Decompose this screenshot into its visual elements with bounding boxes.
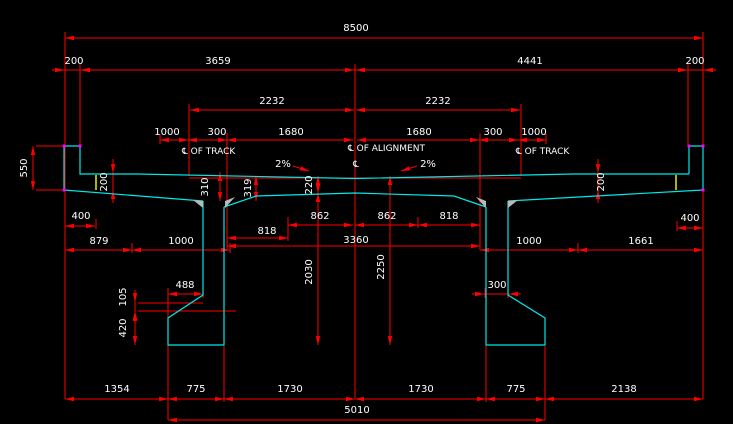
annotation-texts: ℄ OF TRACK ℄ OF ALIGNMENT ℄ ℄ OF TRACK 2…	[181, 144, 570, 170]
yellow-marker-lines	[95, 175, 677, 190]
dim-depth-319: 319	[243, 178, 254, 197]
dim-bot-775-right: 775	[506, 384, 525, 395]
dim-web-300: 300	[487, 280, 506, 291]
dim-track-cl-left: 2232	[259, 96, 284, 107]
dim-edge-1661: 1661	[628, 236, 653, 247]
dim-slab-220: 220	[304, 175, 315, 194]
dim-edge-879: 879	[89, 236, 108, 247]
label-cl-symbol: ℄	[352, 160, 359, 170]
label-cl-track-right: ℄ OF TRACK	[515, 147, 570, 157]
dimension-lines	[30, 35, 715, 423]
dim-bot-2138: 2138	[611, 384, 636, 395]
dim-bulb-105: 105	[118, 287, 129, 306]
label-slope-left: 2%	[275, 159, 291, 170]
dim-curb-200-right: 200	[596, 172, 607, 191]
dim-bot-1354: 1354	[104, 384, 129, 395]
dim-deck-1000-left: 1000	[154, 127, 179, 138]
extension-lines	[36, 32, 716, 420]
dim-top-edge-left: 200	[64, 56, 83, 67]
dim-web-span-3360: 3360	[343, 235, 368, 246]
dim-deck-300-right: 300	[483, 127, 502, 138]
dim-spacing-5010: 5010	[344, 405, 369, 416]
dim-curb-200-left: 200	[99, 172, 110, 191]
dim-edge-400-right: 400	[680, 213, 699, 224]
dim-mid-818-right: 818	[439, 211, 458, 222]
dim-track-cl-right: 2232	[425, 96, 450, 107]
dim-bulb-488: 488	[175, 280, 194, 291]
dim-deck-1680-left: 1680	[278, 127, 303, 138]
dim-deck-300-left: 300	[207, 127, 226, 138]
girder-section-outline	[63, 145, 704, 346]
label-cl-track-left: ℄ OF TRACK	[181, 147, 236, 157]
label-cl-alignment: ℄ OF ALIGNMENT	[347, 144, 425, 154]
dim-bot-1730-right: 1730	[408, 384, 433, 395]
dim-top-span-left: 3659	[205, 56, 230, 67]
dim-top-span-right: 4441	[517, 56, 542, 67]
dim-depth-310: 310	[200, 177, 211, 196]
dim-parapet-550: 550	[19, 158, 30, 177]
slope-arrow-left	[292, 165, 310, 172]
dim-girder-2250: 2250	[376, 254, 387, 279]
dim-cant-1000-left: 1000	[168, 236, 193, 247]
dim-deck-1680-right: 1680	[406, 127, 431, 138]
dim-mid-862-left: 862	[310, 211, 329, 222]
slope-arrow-right	[400, 165, 418, 172]
dim-cant-1000-right: 1000	[516, 236, 541, 247]
dim-overall-width: 8500	[343, 23, 368, 34]
dim-bulb-420: 420	[118, 318, 129, 337]
dim-bot-1730-left: 1730	[277, 384, 302, 395]
dim-bot-775-left: 775	[186, 384, 205, 395]
dim-edge-400-left: 400	[71, 211, 90, 222]
slope-arrows	[292, 165, 418, 172]
dim-girder-2030: 2030	[304, 259, 315, 284]
label-slope-right: 2%	[420, 159, 436, 170]
haunch-chamfers	[193, 197, 518, 208]
dim-mid-818-left: 818	[257, 226, 276, 237]
dim-top-edge-right: 200	[685, 56, 704, 67]
dim-deck-1000-right: 1000	[521, 127, 546, 138]
dim-mid-862-right: 862	[377, 211, 396, 222]
dimension-texts: 8500 200 3659 4441 200 2232 2232 1000 30…	[19, 23, 705, 416]
vertex-points	[62, 144, 705, 192]
